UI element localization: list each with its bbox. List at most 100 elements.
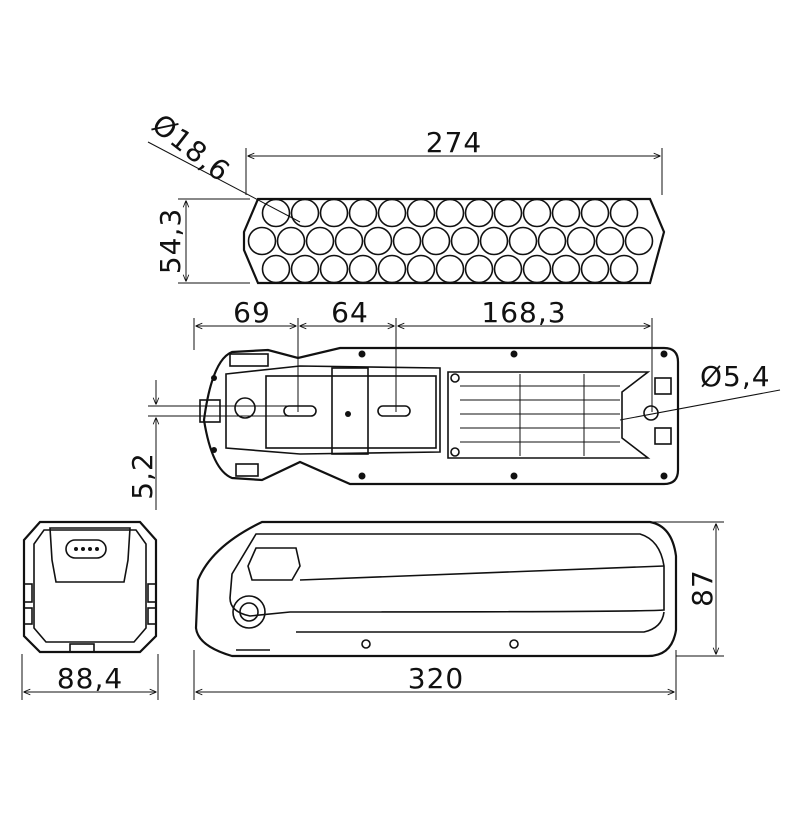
battery-cell [508,226,538,256]
battery-cell [290,254,320,284]
cell-grid [247,198,654,284]
mount-hole [234,397,256,419]
rivet [510,350,518,358]
battery-cell [522,198,552,228]
side-upper-panel [229,533,665,617]
side-view: 320 87 [193,520,724,700]
top-clip [229,353,269,367]
end-outline [22,520,158,654]
dim-320-label: 320 [408,662,464,695]
lock-keyhole [239,602,259,622]
battery-cell [406,198,436,228]
battery-cell [319,198,349,228]
rivet [358,350,366,358]
battery-cell [551,198,581,228]
side-bump [147,607,157,625]
side-contour-line [299,565,665,581]
lock-cylinder [232,595,266,629]
end-inner [33,529,147,643]
battery-cell [392,226,422,256]
grid-panel [447,371,651,459]
mount-slot-right [377,405,411,417]
leader-line [147,141,301,223]
end-connector [199,399,221,423]
battery-cell [493,198,523,228]
panel-screw [450,373,460,383]
indicator-leds [74,547,99,551]
battery-cell [624,226,654,256]
battery-cell [421,226,451,256]
grid-panel-lines [460,374,620,456]
side-lower-line [296,611,665,633]
battery-cell [290,198,320,228]
battery-cell [609,254,639,284]
cell-pack-outline [242,197,666,285]
panel-screw [450,447,460,457]
base-plan-view: 69 64 168,3 Ø5,4 5,2 [126,296,781,510]
dim-54-3-label: 54,3 [154,208,187,274]
battery-cell [464,198,494,228]
rivet [660,472,668,480]
center-bracket [331,367,369,455]
battery-indicator [65,539,107,559]
battery-cell [551,254,581,284]
mount-slot-left [283,405,317,417]
side-bump [23,607,33,625]
rivet [211,375,217,381]
base-outline [202,346,680,486]
battery-cell [406,254,436,284]
battery-cell [319,254,349,284]
battery-cell [566,226,596,256]
bottom-connector [69,643,95,653]
battery-cell [595,226,625,256]
dim-87-label: 87 [686,569,719,607]
latch-top [654,377,672,395]
battery-cell [334,226,364,256]
dim-hole-label: Ø5,4 [700,360,771,393]
side-handle-recess [247,547,301,581]
base-inner-left [225,365,441,455]
dim-88-4-label: 88,4 [57,662,123,695]
side-screw [509,639,519,649]
screw-dot [345,411,351,417]
battery-cell [522,254,552,284]
battery-cell [261,254,291,284]
latch-bottom [654,427,672,445]
end-top-panel [49,527,131,583]
rivet [510,472,518,480]
dim-274-label: 274 [426,126,482,159]
battery-cell [276,226,306,256]
battery-cell [479,226,509,256]
side-screw [361,639,371,649]
cell-pack-view: 274 54,3 Ø18,6 [146,108,666,285]
battery-cell [305,226,335,256]
rivet [358,472,366,480]
end-view: 88,4 [21,520,159,700]
battery-cell [580,254,610,284]
battery-cell [377,198,407,228]
battery-cell [464,254,494,284]
rivet [211,447,217,453]
battery-cell [435,254,465,284]
side-bump [23,583,33,603]
battery-cell [377,254,407,284]
battery-cell [537,226,567,256]
battery-cell [363,226,393,256]
leader-line [619,389,781,421]
rail-frame [265,375,437,449]
side-outline [194,520,678,658]
side-bump [147,583,157,603]
battery-cell [435,198,465,228]
battery-cell [247,226,277,256]
battery-cell [450,226,480,256]
dim-64-label: 64 [331,296,369,329]
dim-168-3-label: 168,3 [481,296,566,329]
battery-cell [609,198,639,228]
battery-cell [348,198,378,228]
rivet [660,350,668,358]
dim-5-2-label: 5,2 [126,452,159,500]
bottom-clip [235,463,259,477]
battery-cell [348,254,378,284]
battery-cell [493,254,523,284]
